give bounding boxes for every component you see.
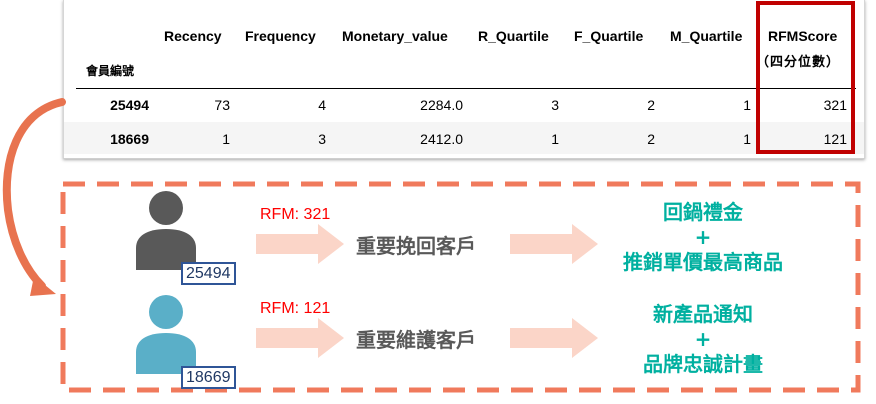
cell-f-quartile: 2: [647, 97, 655, 113]
cell-m-quartile: 1: [743, 97, 751, 113]
row-id: 18669: [110, 131, 149, 147]
segment-label: 重要維護客戶: [356, 328, 476, 352]
person-icon-blue: [136, 295, 196, 374]
row-id: 25494: [110, 97, 149, 113]
cell-frequency: 4: [318, 97, 326, 113]
cell-frequency: 3: [318, 131, 326, 147]
col-header-recency: Recency: [164, 28, 222, 44]
cell-m-quartile: 1: [743, 131, 751, 147]
cell-recency: 73: [214, 97, 230, 113]
col-header-rfm-score-sub: （四分位數）: [756, 55, 841, 70]
cell-f-quartile: 2: [647, 131, 655, 147]
arrow-right-icon: [510, 224, 598, 264]
cell-monetary: 2412.0: [420, 131, 463, 147]
index-label: 會員編號: [86, 64, 135, 78]
segment-dashed-box: [60, 181, 861, 393]
row-stripe: [64, 122, 864, 154]
action-plus: +: [694, 225, 712, 249]
member-id-badge: 18669: [181, 366, 236, 389]
rfm-score-tag: RFM: 121: [260, 300, 331, 317]
action-plus: +: [694, 327, 712, 351]
arrow-right-icon: [256, 224, 344, 264]
col-header-rfm-score: RFMScore: [768, 28, 838, 44]
segment-label: 重要挽回客戶: [356, 234, 476, 258]
col-header-r-quartile: R_Quartile: [478, 28, 549, 44]
cell-r-quartile: 1: [551, 131, 559, 147]
arrow-right-icon: [510, 318, 598, 358]
arrow-right-icon: [256, 318, 344, 358]
action-item: 新產品通知: [653, 302, 753, 326]
curved-arrow-icon: [2, 98, 66, 296]
rfm-score-tag: RFM: 321: [260, 206, 331, 223]
col-header-m-quartile: M_Quartile: [670, 28, 743, 44]
col-header-f-quartile: F_Quartile: [574, 28, 644, 44]
cell-monetary: 2284.0: [420, 97, 463, 113]
cell-rfm-score: 321: [823, 97, 847, 113]
header-divider: [76, 88, 856, 89]
action-item: 品牌忠誠計畫: [643, 352, 763, 376]
rfm-score-highlight: [756, 1, 855, 154]
action-list: 新產品通知 + 品牌忠誠計畫: [598, 302, 808, 377]
action-list: 回鍋禮金 + 推銷單價最高商品: [598, 200, 808, 275]
action-item: 推銷單價最高商品: [623, 250, 783, 274]
cell-rfm-score: 121: [823, 131, 847, 147]
col-header-monetary: Monetary_value: [342, 28, 448, 44]
col-header-frequency: Frequency: [245, 28, 316, 44]
cell-r-quartile: 3: [551, 97, 559, 113]
person-icon-dark: [136, 191, 196, 270]
member-id-badge: 25494: [181, 262, 236, 285]
action-item: 回鍋禮金: [663, 200, 743, 224]
cell-recency: 1: [222, 131, 230, 147]
rfm-table: Recency Frequency Monetary_value R_Quart…: [63, 0, 865, 159]
